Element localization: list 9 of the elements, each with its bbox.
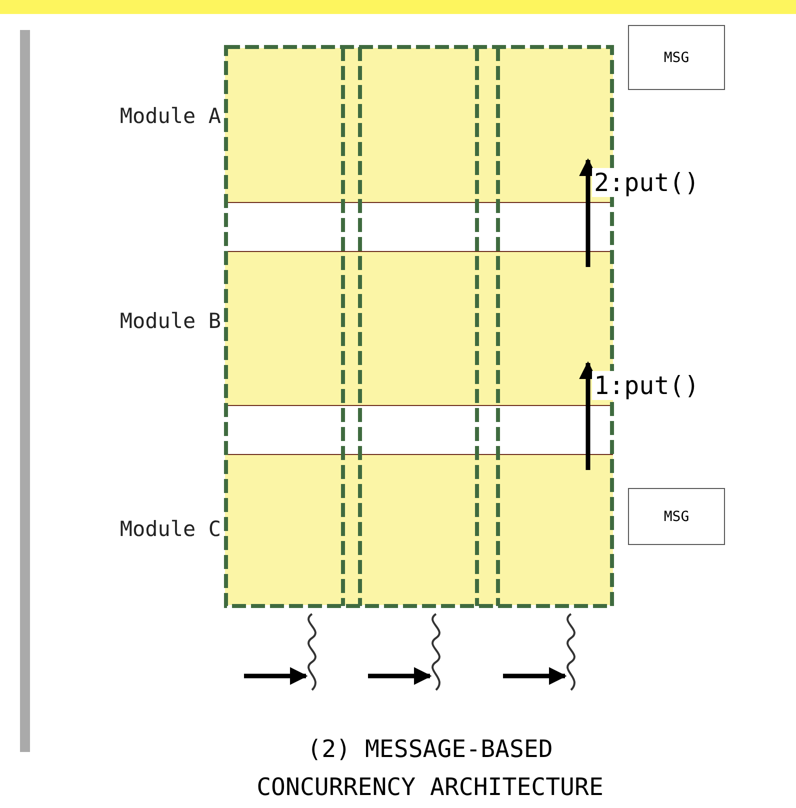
caption: (2) MESSAGE-BASED CONCURRENCY ARCHITECTURE — [256, 734, 604, 803]
arrow — [368, 667, 432, 685]
arrow — [244, 667, 308, 685]
module-label: Module A — [118, 105, 221, 127]
module-label: Module C — [118, 518, 221, 540]
message-box: MSG — [628, 25, 725, 90]
message-box: MSG — [628, 488, 725, 545]
module-label: Module B — [118, 310, 221, 332]
arrow — [503, 667, 567, 685]
